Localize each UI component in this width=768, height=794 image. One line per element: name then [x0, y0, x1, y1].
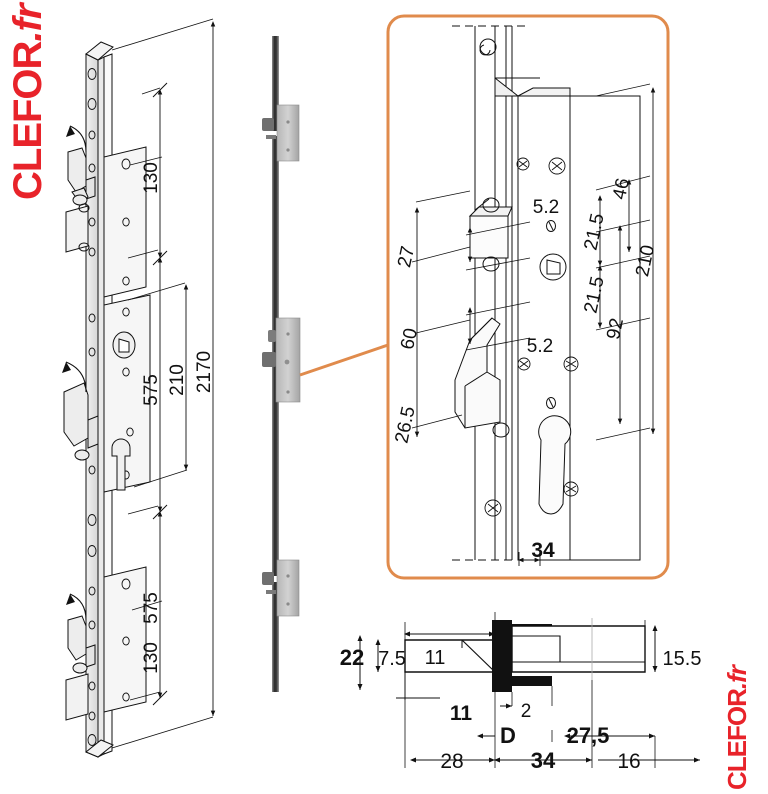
dim-22: 22	[340, 645, 364, 670]
dim-34-section: 34	[531, 748, 556, 773]
cross-section-dimension-labels: 22 7.5 11 15.5 11 2 D 27,5 28 34 16	[340, 645, 702, 773]
left-rail-dimension-labels: 130 575 210 2170 575 130	[141, 162, 215, 674]
view-center-rail	[262, 36, 301, 692]
dim-27: 27	[394, 244, 419, 269]
dim-28: 28	[440, 750, 463, 773]
dim-2: 2	[521, 701, 532, 722]
detail-callout-leader	[299, 343, 389, 377]
dim-130-bottom: 130	[141, 642, 162, 674]
dim-D: D	[500, 723, 516, 748]
dim-92: 92	[603, 316, 628, 341]
dim-27-5: 27,5	[567, 723, 610, 748]
dim-16: 16	[617, 750, 640, 773]
dim-575-upper: 575	[141, 374, 162, 406]
dim-26-5: 26.5	[392, 405, 420, 446]
dim-210: 210	[167, 364, 188, 396]
detail-panel-dimension-labels: 27 5.2 21.5 21.5 46 210 60 5.2 92 26.5 3…	[392, 176, 660, 562]
dim-5-2-upper: 5.2	[533, 197, 559, 218]
view-left-rail	[62, 18, 216, 758]
view-cross-section	[357, 612, 700, 768]
dim-2170: 2170	[194, 351, 215, 393]
dim-11-top: 11	[425, 647, 446, 669]
dim-34-detail: 34	[531, 539, 555, 562]
dim-130-top: 130	[141, 162, 162, 194]
view-detail-panel	[411, 25, 656, 566]
dim-15-5: 15.5	[663, 648, 702, 670]
dim-46: 46	[609, 176, 634, 201]
dim-575-lower: 575	[141, 592, 162, 624]
detail-panel-frame	[386, 14, 670, 580]
dim-5-2-lower: 5.2	[527, 336, 553, 357]
dim-60: 60	[397, 326, 422, 351]
dim-11-bottom: 11	[450, 702, 473, 725]
dim-7-5: 7.5	[378, 648, 406, 670]
